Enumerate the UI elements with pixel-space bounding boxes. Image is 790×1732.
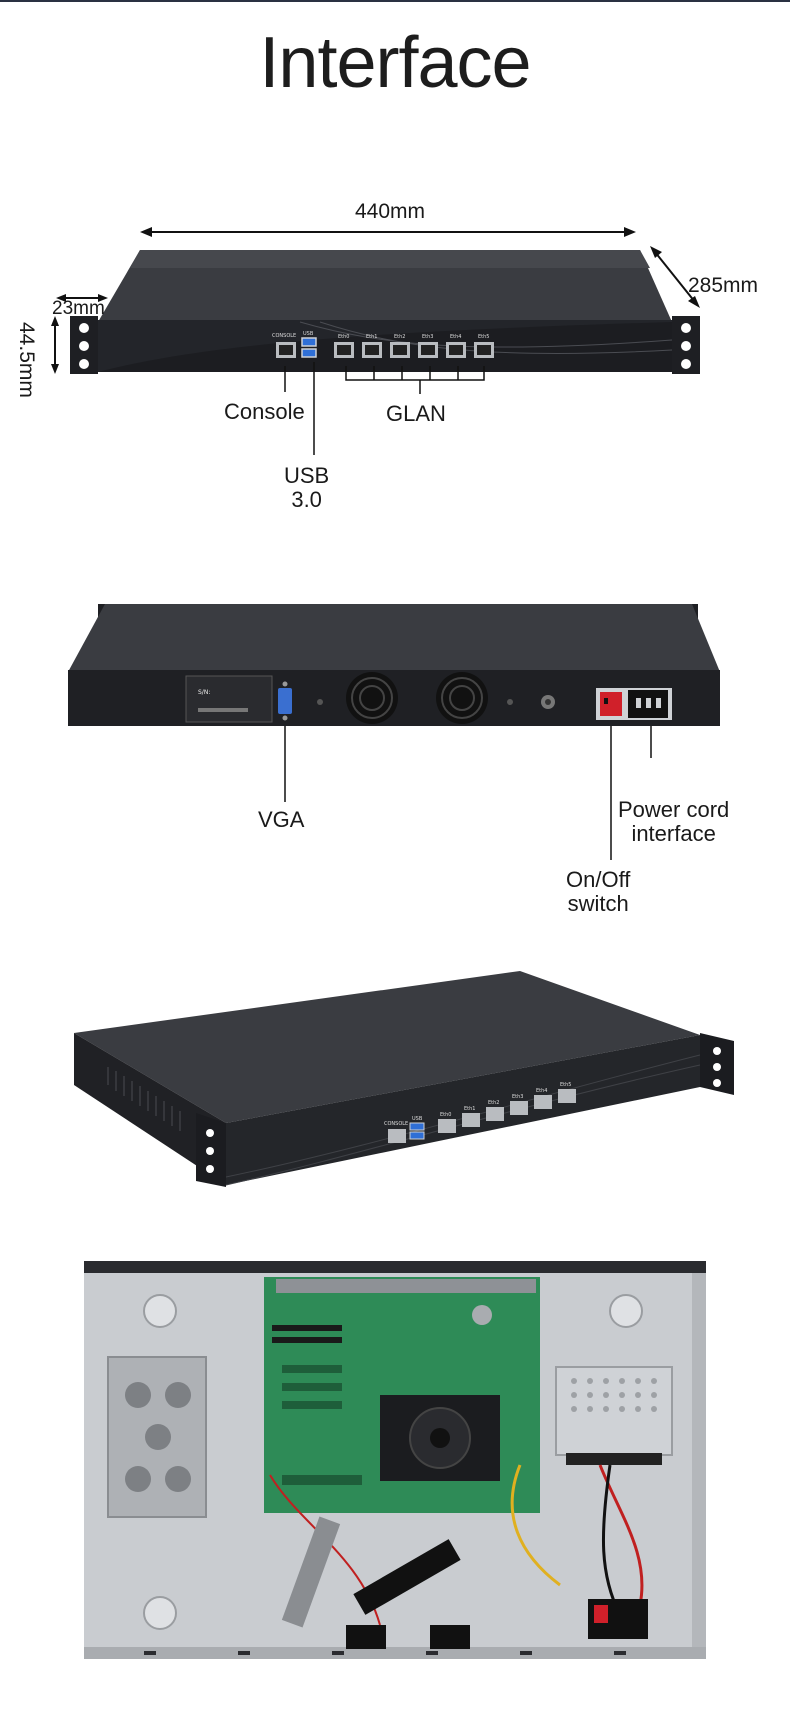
on-off-switch-label: On/Off switch (566, 867, 631, 916)
angled-view-section: CONSOLE USB Eth0 Eth1 Eth2 Eth3 Eth4 Eth… (0, 955, 790, 1205)
power-cord-label: Power cord interface (618, 797, 730, 846)
width-dimension-label: 440mm (355, 200, 426, 223)
eth2-panel-text: Eth2 (394, 334, 405, 340)
eth4-panel-text: Eth4 (450, 334, 461, 340)
angled-console-panel-text: CONSOLE (384, 1121, 408, 1127)
front-view-section: CONSOLE USB Eth0 Eth1 Eth2 Eth3 Eth4 Eth… (0, 170, 790, 570)
usb-label: USB 3.0 (284, 463, 330, 512)
rear-view-section: S/N: VGA Power cord interface On/Off swi… (0, 590, 790, 930)
rear-view-illustration: S/N: (68, 604, 720, 860)
glan-label: GLAN (386, 401, 446, 426)
depth-dimension-label: 285mm (688, 274, 759, 297)
eth3-panel-text: Eth3 (422, 334, 433, 340)
serial-panel-text: S/N: (198, 689, 210, 696)
vga-label: VGA (258, 807, 305, 832)
top-divider (0, 0, 790, 2)
usb-panel-text: USB (303, 331, 314, 337)
internal-view-section (0, 1255, 790, 1665)
angled-eth1-panel-text: Eth1 (464, 1106, 475, 1112)
angled-eth2-panel-text: Eth2 (488, 1100, 499, 1106)
page-title: Interface (259, 23, 531, 103)
console-label: Console (224, 399, 305, 424)
internal-view-illustration (84, 1261, 706, 1659)
ear-depth-label: 23mm (52, 298, 105, 319)
angled-eth5-panel-text: Eth5 (560, 1082, 571, 1088)
eth1-panel-text: Eth1 (366, 334, 377, 340)
angled-eth3-panel-text: Eth3 (512, 1094, 523, 1100)
angled-usb-panel-text: USB (412, 1116, 423, 1122)
angled-view-illustration: CONSOLE USB Eth0 Eth1 Eth2 Eth3 Eth4 Eth… (74, 971, 734, 1187)
eth5-panel-text: Eth5 (478, 334, 489, 340)
height-dimension-label: 44.5mm (15, 322, 38, 398)
front-view-illustration: CONSOLE USB Eth0 Eth1 Eth2 Eth3 Eth4 Eth… (51, 227, 700, 455)
angled-eth4-panel-text: Eth4 (536, 1088, 547, 1094)
console-panel-text: CONSOLE (272, 333, 296, 339)
eth0-panel-text: Eth0 (338, 334, 349, 340)
angled-eth0-panel-text: Eth0 (440, 1112, 451, 1118)
